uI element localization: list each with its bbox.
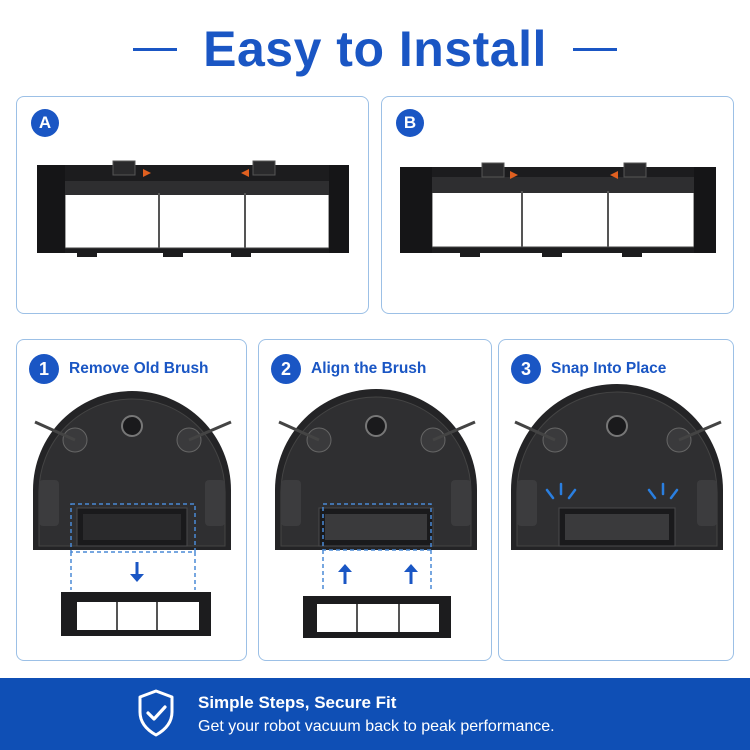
title-right-dash <box>572 47 617 51</box>
click-burst-icon <box>647 482 679 500</box>
step-3-label: Snap Into Place <box>551 360 667 377</box>
step-1-label: Remove Old Brush <box>69 360 209 377</box>
badge-b: B <box>396 109 424 137</box>
shield-check-icon <box>138 689 174 737</box>
click-burst-icon <box>545 482 577 500</box>
step-1-number: 1 <box>29 354 59 384</box>
brush-frame-image-b <box>400 162 716 257</box>
step-3-image <box>511 384 723 550</box>
footer-banner: Simple Steps, Secure Fit Get your robot … <box>0 678 750 750</box>
panel-a: A <box>16 96 369 314</box>
brush-frame-image-a <box>37 160 349 257</box>
arrow-up-icon <box>338 564 352 584</box>
step-3-header: 3 Snap Into Place <box>511 354 666 384</box>
footer-title: Simple Steps, Secure Fit <box>198 693 397 712</box>
step-1-header: 1 Remove Old Brush <box>29 354 209 384</box>
footer-subtitle: Get your robot vacuum back to peak perfo… <box>198 718 555 735</box>
title-row: Easy to Install <box>0 18 750 80</box>
step-1-image <box>33 391 232 636</box>
step-2-label: Align the Brush <box>311 360 427 377</box>
step-1-panel: 1 Remove Old Brush <box>16 339 247 661</box>
page-title: Easy to Install <box>203 21 547 77</box>
step-2-header: 2 Align the Brush <box>271 354 426 384</box>
step-2-panel: 2 Align the Brush <box>258 339 492 661</box>
arrow-up-icon <box>404 564 418 584</box>
badge-a: A <box>31 109 59 137</box>
step-2-number: 2 <box>271 354 301 384</box>
title-left-dash <box>133 47 178 51</box>
step-3-number: 3 <box>511 354 541 384</box>
step-2-image <box>275 389 477 638</box>
step-3-panel: 3 Snap Into Place <box>498 339 734 661</box>
arrow-down-icon <box>130 562 144 582</box>
panel-b: B <box>381 96 734 314</box>
